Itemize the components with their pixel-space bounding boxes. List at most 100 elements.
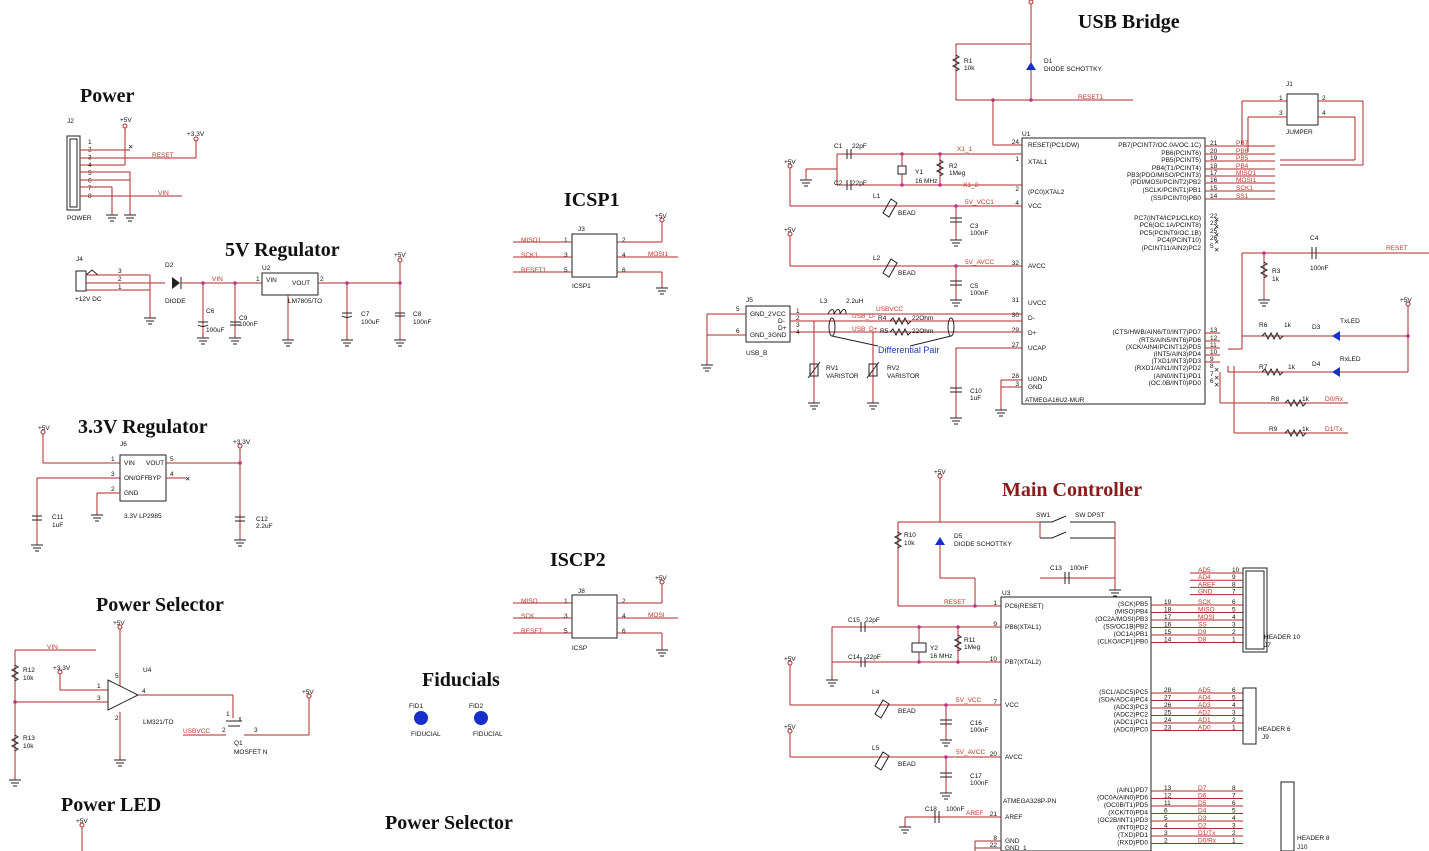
svg-text:+5V: +5V [1400, 297, 1412, 304]
svg-text:R9: R9 [1269, 426, 1278, 433]
pd-pin-label: (INT0)PD2 [1117, 825, 1148, 832]
svg-text:FIDUCIAL: FIDUCIAL [473, 731, 503, 738]
pb-net-label: D9 [1198, 629, 1207, 636]
pd-net-label: D3 [1198, 815, 1207, 822]
u1-pin-label: (CTS/HWB/AIN6/T0/INT7)PD7 [1113, 329, 1202, 336]
u1-net-label: PB6 [1236, 148, 1249, 155]
svg-text:DIODE SCHOTTKY: DIODE SCHOTTKY [1044, 66, 1102, 73]
svg-text:MOSI1: MOSI1 [648, 251, 669, 258]
svg-text:+5V: +5V [784, 656, 796, 663]
svg-text:+5V: +5V [302, 689, 314, 696]
pc-pin-number: 28 [1164, 687, 1172, 694]
pd-header-pin: 8 [1232, 785, 1236, 792]
svg-text:1k: 1k [1284, 322, 1292, 329]
svg-text:+5V: +5V [655, 213, 667, 220]
svg-text:J3: J3 [578, 226, 585, 233]
u1-pin-label: PB6(PCINT6) [1161, 150, 1201, 157]
pb-top-net-label: AREF [1198, 581, 1215, 588]
svg-text:+3.3V: +3.3V [187, 131, 205, 138]
no-connect-icon: ✕ [1214, 224, 1219, 231]
svg-text:U3: U3 [1002, 590, 1011, 597]
pd-pin-label: (RXD)PD0 [1117, 840, 1148, 847]
u1-pin-number: 15 [1210, 185, 1218, 192]
svg-text:3: 3 [118, 268, 122, 275]
pb-header-pin: 6 [1232, 599, 1236, 606]
svg-text:MISO: MISO [521, 598, 538, 605]
svg-text:R11: R11 [964, 637, 976, 644]
u1-pin-number: 17 [1210, 170, 1218, 177]
svg-text:1: 1 [256, 276, 260, 283]
svg-text:HEADER 8: HEADER 8 [1297, 835, 1330, 842]
u1-pin-label: PB5(PCINT5) [1161, 157, 1201, 164]
svg-text:ICSP1: ICSP1 [572, 283, 591, 290]
svg-text:2: 2 [118, 276, 122, 283]
pc-pin-number: 27 [1164, 695, 1172, 702]
svg-text:C8: C8 [413, 311, 422, 318]
u1-pin-label: (AIN0/INT1)PD1 [1154, 373, 1202, 380]
pb-top-header-pin: 8 [1232, 581, 1236, 588]
pd-net-label: D4 [1198, 808, 1207, 815]
svg-text:Differential Pair: Differential Pair [878, 345, 939, 355]
svg-text:2: 2 [796, 315, 800, 322]
u1-pin-number: 25 [1210, 228, 1218, 235]
svg-text:R6: R6 [1259, 322, 1268, 329]
u1-net-label: SCK1 [1236, 185, 1253, 192]
pb-net-label: MOSI [1198, 614, 1215, 621]
svg-text:+5V: +5V [394, 252, 406, 259]
icsp2-header: J8 ICSP MISO SCK RESET 1 3 5 +5V 2 4 6 M… [513, 575, 678, 657]
pb-pin-label: (SCK)PB5 [1118, 601, 1148, 608]
svg-text:4: 4 [622, 613, 626, 620]
svg-text:ICSP: ICSP [572, 645, 587, 652]
svg-text:+5V: +5V [784, 724, 796, 731]
svg-text:+5V: +5V [113, 620, 125, 627]
pd-header-pin: 3 [1232, 823, 1236, 830]
u1-pin-label: PC5(PCINT9/OC.1B) [1140, 230, 1201, 237]
svg-text:C2: C2 [834, 180, 843, 187]
u1-pin-number: 8 [1210, 363, 1214, 370]
u1-pin-label: PC6(OC.1A/PCINT8) [1140, 222, 1201, 229]
svg-text:4: 4 [1322, 110, 1326, 117]
svg-text:5V_AVCC: 5V_AVCC [956, 749, 985, 756]
svg-text:100nF: 100nF [970, 780, 988, 787]
svg-text:FID1: FID1 [409, 703, 423, 710]
svg-text:3: 3 [564, 613, 568, 620]
svg-text:R8: R8 [1271, 396, 1280, 403]
u1-pin-number: 31 [1012, 297, 1020, 304]
pc-net-label: AD4 [1198, 695, 1211, 702]
svg-text:C11: C11 [52, 514, 64, 521]
u1-pin-label: XTAL1 [1028, 159, 1048, 166]
svg-text:22pF: 22pF [852, 143, 867, 150]
svg-text:+5V: +5V [784, 159, 796, 166]
svg-text:MOSFET N: MOSFET N [234, 749, 268, 756]
u3-pin-number: 1 [993, 600, 997, 607]
svg-text:3.3V LP2985: 3.3V LP2985 [124, 513, 162, 520]
u1-pin-number: 1 [1015, 156, 1019, 163]
svg-text:+5V: +5V [120, 117, 132, 124]
u1-pin-number: 24 [1012, 139, 1020, 146]
svg-text:C17: C17 [970, 773, 982, 780]
svg-text:D+: D+ [778, 325, 787, 332]
no-connect-icon: ✕ [1214, 232, 1219, 239]
svg-text:4: 4 [170, 471, 174, 478]
svg-text:BEAD: BEAD [898, 708, 916, 715]
pd-pin-number: 2 [1164, 838, 1168, 845]
no-connect-icon: ✕ [1214, 375, 1219, 382]
svg-text:R12: R12 [23, 667, 35, 674]
svg-text:100nF: 100nF [970, 290, 988, 297]
svg-text:SCK1: SCK1 [521, 252, 538, 259]
svg-text:HEADER 10: HEADER 10 [1264, 634, 1301, 641]
svg-text:16 MHz: 16 MHz [915, 178, 937, 185]
svg-text:RV2: RV2 [887, 365, 900, 372]
pc-pin-label: (ADC2)PC2 [1114, 712, 1149, 719]
u1-pin-label: (RTS/AIN5/INT6)PD6 [1139, 337, 1201, 344]
main-controller: +5V R10 10k D5 DIODE SCHOTTKY RESET SW1 … [784, 469, 1330, 851]
pb-pin-number: 15 [1164, 629, 1172, 636]
pb-top-net-label: AD5 [1198, 567, 1211, 574]
icsp1-header: J3 ICSP1 MISO1 SCK1 RESET1 1 3 5 +5V 2 4… [513, 213, 678, 295]
u1-pin-label: (OC.0B/INT0)PD0 [1149, 380, 1202, 387]
pd-header-pin: 7 [1232, 793, 1236, 800]
svg-text:X1_2: X1_2 [963, 182, 979, 189]
fiducials: FID1 FIDUCIAL FID2 FIDUCIAL [409, 703, 503, 738]
pb-top-header-pin: 10 [1232, 567, 1240, 574]
svg-text:D2: D2 [165, 262, 174, 269]
